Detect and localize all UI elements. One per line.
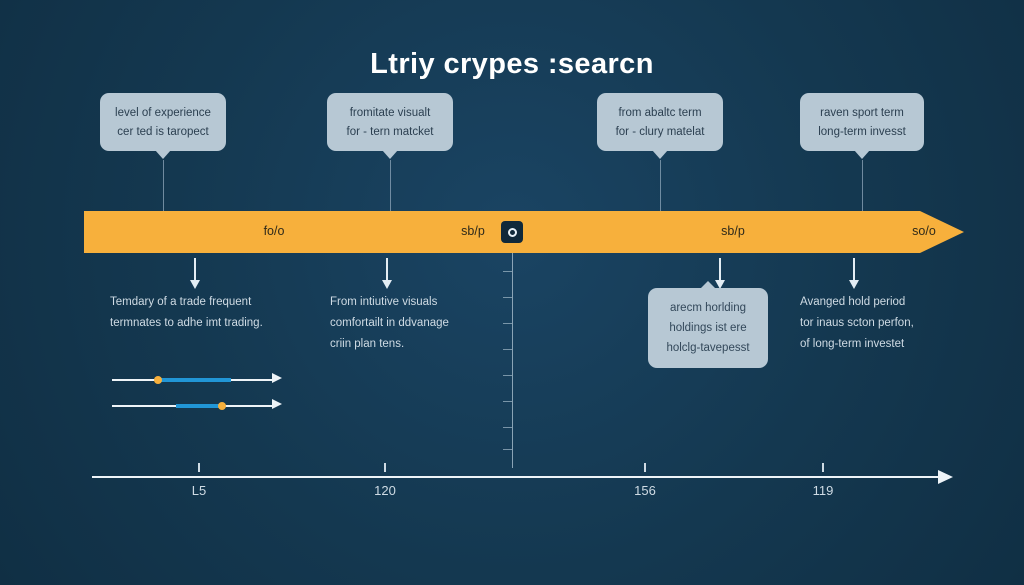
ruler-tick <box>503 349 512 350</box>
callout-line: for - tern matcket <box>346 126 434 138</box>
ruler-tick <box>503 297 512 298</box>
note-box-notch-icon <box>700 281 716 289</box>
arrow-head <box>849 280 859 289</box>
bar-segment-label: fo/o <box>263 224 285 238</box>
note-line: Avanged hold period <box>800 296 906 308</box>
axis-tick <box>822 463 824 472</box>
note-avanged-hold-period: Avanged hold period tor inaus scton perf… <box>800 292 914 355</box>
note-arecm-horlding: arecm horlding holdings ist ere holclg-t… <box>648 281 768 368</box>
ruler-tick <box>503 323 512 324</box>
arrow-head <box>382 280 392 289</box>
note-intiutive-visuals: From intiutive visuals comfortailt in dd… <box>330 292 449 355</box>
callout-from-abaltc-term: from abaltc term for - clury matelat <box>597 93 723 159</box>
callout-tail-icon <box>652 150 668 159</box>
callout-line: level of experience <box>115 107 211 119</box>
axis-tick <box>198 463 200 472</box>
callout-raven-sport-term: raven sport term long-term invesst <box>800 93 924 159</box>
bar-segment-label: so/o <box>912 224 936 238</box>
callout-tail-icon <box>155 150 171 159</box>
arrow-shaft <box>386 258 388 282</box>
callout-line: long-term invesst <box>818 126 906 138</box>
arrow-shaft <box>194 258 196 282</box>
arrow-head <box>190 280 200 289</box>
connector-line <box>163 160 164 212</box>
axis-tick <box>644 463 646 472</box>
note-line: holclg-tavepesst <box>666 342 750 354</box>
note-line: tor inaus scton perfon, <box>800 317 914 329</box>
circle-marker-ring <box>507 227 517 237</box>
callout-level-of-experience: level of experience cer ted is taropect <box>100 93 226 159</box>
axis-tick-label: 119 <box>812 483 834 498</box>
callout-fromitate-visualt: fromitate visualt for - tern matcket <box>327 93 453 159</box>
callout-line: for - clury matelat <box>615 126 705 138</box>
note-line: From intiutive visuals <box>330 296 438 308</box>
connector-line <box>660 160 661 212</box>
axis-tick <box>384 463 386 472</box>
callout-tail-icon <box>382 150 398 159</box>
axis-arrow-head-icon <box>938 470 953 484</box>
axis-line <box>92 476 940 479</box>
bar-segment-label: sb/p <box>721 224 745 238</box>
timeline-arrow-shape <box>84 211 964 253</box>
arrow-shaft <box>853 258 855 282</box>
circle-marker-icon <box>501 221 523 243</box>
ruler-tick <box>503 449 512 450</box>
down-arrow-icon <box>849 258 859 290</box>
axis-tick-label: 156 <box>634 483 656 498</box>
down-arrow-icon <box>382 258 392 290</box>
timeline-arrow-bar: fo/o sb/p sb/p so/o <box>84 211 964 253</box>
arrow-shaft <box>719 258 721 282</box>
slider-track-lower[interactable] <box>112 399 288 410</box>
vertical-ruler <box>503 253 513 468</box>
axis-tick-label: 120 <box>374 483 396 498</box>
connector-line <box>390 160 391 212</box>
bar-segment-label: sb/p <box>461 224 485 238</box>
connector-line <box>862 160 863 212</box>
arrow-head <box>715 280 725 289</box>
slider-fill <box>176 404 222 409</box>
ruler-tick <box>503 375 512 376</box>
slider-group <box>112 373 288 416</box>
note-line: of long-term investet <box>800 338 905 350</box>
callout-tail-icon <box>854 150 870 159</box>
callout-line: from abaltc term <box>618 107 702 119</box>
down-arrow-icon <box>715 258 725 290</box>
slider-knob[interactable] <box>154 376 162 384</box>
arrow-head-icon <box>272 373 282 383</box>
note-line: comfortailt in ddvanage <box>330 317 449 329</box>
arrow-head-icon <box>272 399 282 409</box>
ruler-tick <box>503 427 512 428</box>
axis-tick-label: L5 <box>191 483 207 498</box>
slider-fill <box>157 378 231 383</box>
ruler-tick <box>503 401 512 402</box>
bottom-axis: L5 120 156 119 <box>92 463 954 498</box>
note-line: holdings ist ere <box>669 322 747 334</box>
note-line: Temdary of a trade frequent <box>110 296 252 308</box>
callout-line: raven sport term <box>820 107 904 119</box>
note-line: arecm horlding <box>669 302 747 314</box>
down-arrow-icon <box>190 258 200 290</box>
slider-knob[interactable] <box>218 402 226 410</box>
note-line: criin plan tens. <box>330 338 405 350</box>
ruler-tick <box>503 271 512 272</box>
slider-track-upper[interactable] <box>112 373 288 384</box>
note-line: termnates to adhe imt trading. <box>110 317 263 329</box>
callout-line: cer ted is taropect <box>117 126 209 138</box>
callout-line: fromitate visualt <box>349 107 431 119</box>
note-trade-frequent: Temdary of a trade frequent termnates to… <box>110 292 263 334</box>
page-title: Ltriy crypes :searcn <box>370 48 654 80</box>
